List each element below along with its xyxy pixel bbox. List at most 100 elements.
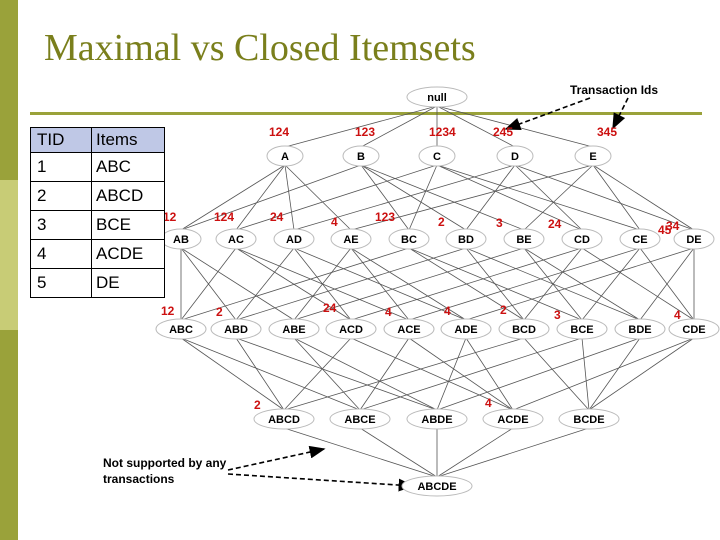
lattice-node-ellipse: [266, 145, 304, 167]
table-row: 4 ACDE: [30, 239, 165, 269]
lattice-edge: [180, 337, 285, 411]
lattice-edge: [350, 247, 410, 321]
lattice-edge: [350, 337, 514, 411]
transaction-count-label: 12: [161, 304, 175, 318]
lattice-node-ellipse: [388, 228, 430, 250]
transaction-count-label: 3: [496, 216, 503, 230]
lattice-node-label: ABD: [224, 324, 248, 336]
lattice-node-label: ABCE: [344, 414, 375, 426]
lattice-edge: [235, 164, 438, 231]
lattice-node: BE3: [496, 216, 545, 250]
transaction-ids-note: Transaction Ids: [570, 83, 659, 97]
lattice-edge: [408, 247, 641, 321]
transaction-count-label: 124: [214, 210, 234, 224]
transaction-count-label: 3: [554, 308, 561, 322]
lattice-node-ellipse: [498, 318, 550, 340]
lattice-node-ellipse: [503, 228, 545, 250]
lattice-edge: [293, 164, 516, 231]
transaction-count-label: 24: [548, 217, 562, 231]
lattice-node: ACE 4: [383, 305, 435, 340]
lattice-node-label: BD: [458, 234, 474, 246]
lattice-node-label: D: [511, 151, 519, 163]
lattice-edge: [235, 164, 286, 231]
transaction-count-label: 245: [493, 125, 513, 139]
lattice-node-ellipse: [440, 318, 492, 340]
lattice-node-label: BC: [401, 234, 417, 246]
lattice-edge: [235, 247, 295, 321]
transaction-count-label: 34: [666, 219, 680, 233]
lattice-edge: [436, 164, 583, 231]
lattice-edge: [523, 247, 641, 321]
lattice-node-label: ACE: [397, 324, 420, 336]
lattice-node-label: E: [589, 151, 596, 163]
lattice-node-ellipse: [558, 408, 620, 430]
transaction-count-label: 4: [385, 305, 392, 319]
arrow-to-transaction-ids: [504, 97, 591, 131]
lattice-edge: [293, 247, 525, 321]
lattice-edge: [235, 247, 467, 321]
lattice-edge: [465, 247, 695, 321]
lattice-edge: [514, 164, 695, 231]
lattice-node: ABDE: [406, 408, 468, 430]
lattice-node-label: BDE: [628, 324, 651, 336]
lattice-node-ellipse: [342, 145, 380, 167]
lattice-node-ellipse: [668, 318, 720, 340]
transaction-count-label: 2: [500, 303, 507, 317]
lattice-node-ellipse: [561, 228, 603, 250]
lattice-edge: [284, 105, 438, 148]
lattice-edge: [359, 427, 438, 478]
table-header-row: TID Items: [30, 127, 165, 153]
lattice-edge: [283, 427, 438, 478]
lattice-edge: [523, 337, 590, 411]
lattice-node-label: ABE: [282, 324, 305, 336]
transaction-count-label: 345: [597, 125, 617, 139]
lattice-node-ellipse: [210, 318, 262, 340]
table-cell-tid: 5: [30, 268, 92, 298]
lattice-node-label: ABDE: [421, 414, 452, 426]
lattice-node: D 245: [493, 125, 534, 167]
lattice-edge: [436, 427, 590, 478]
lattice-node-ellipse: [673, 228, 715, 250]
lattice-edge: [293, 247, 352, 321]
lattice-node-ellipse: [253, 408, 315, 430]
lattice-node-ellipse: [482, 408, 544, 430]
lattice-edge: [284, 164, 352, 231]
lattice-node-ellipse: [329, 408, 391, 430]
arrow-to-transaction-ids: [612, 97, 629, 130]
lattice-edge: [592, 164, 695, 231]
lattice-edge: [283, 337, 352, 411]
lattice-edge: [408, 164, 438, 231]
transaction-count-label: 123: [375, 210, 395, 224]
lattice-edge: [436, 337, 641, 411]
transaction-table: TID Items 1 ABC 2 ABCD 3 BCE 4 ACDE 5 DE: [30, 127, 165, 298]
lattice-node-label: ACD: [339, 324, 363, 336]
transaction-count-label: 24: [270, 210, 284, 224]
lattice-node-ellipse: [325, 318, 377, 340]
lattice-node-ellipse: [556, 318, 608, 340]
lattice-edge: [523, 164, 594, 231]
lattice-edge: [359, 337, 410, 411]
lattice-edge: [588, 337, 641, 411]
lattice-edge: [359, 337, 583, 411]
lattice-edge: [284, 164, 295, 231]
table-header-items: Items: [91, 127, 165, 153]
transaction-count-label: 4: [444, 304, 451, 318]
table-cell-tid: 1: [30, 152, 92, 182]
transaction-count-label: 2: [216, 305, 223, 319]
lattice-edge: [408, 337, 514, 411]
lattice-edge: [523, 247, 583, 321]
lattice-node-label: A: [281, 151, 289, 163]
left-accent-block: [0, 180, 18, 330]
annotation-arrows: [227, 97, 629, 492]
lattice-node-label: B: [357, 151, 365, 163]
lattice-node-ellipse: [619, 228, 661, 250]
table-cell-tid: 2: [30, 181, 92, 211]
transaction-count-label: 2: [438, 215, 445, 229]
lattice-node-ellipse: [215, 228, 257, 250]
lattice-edge: [180, 247, 237, 321]
